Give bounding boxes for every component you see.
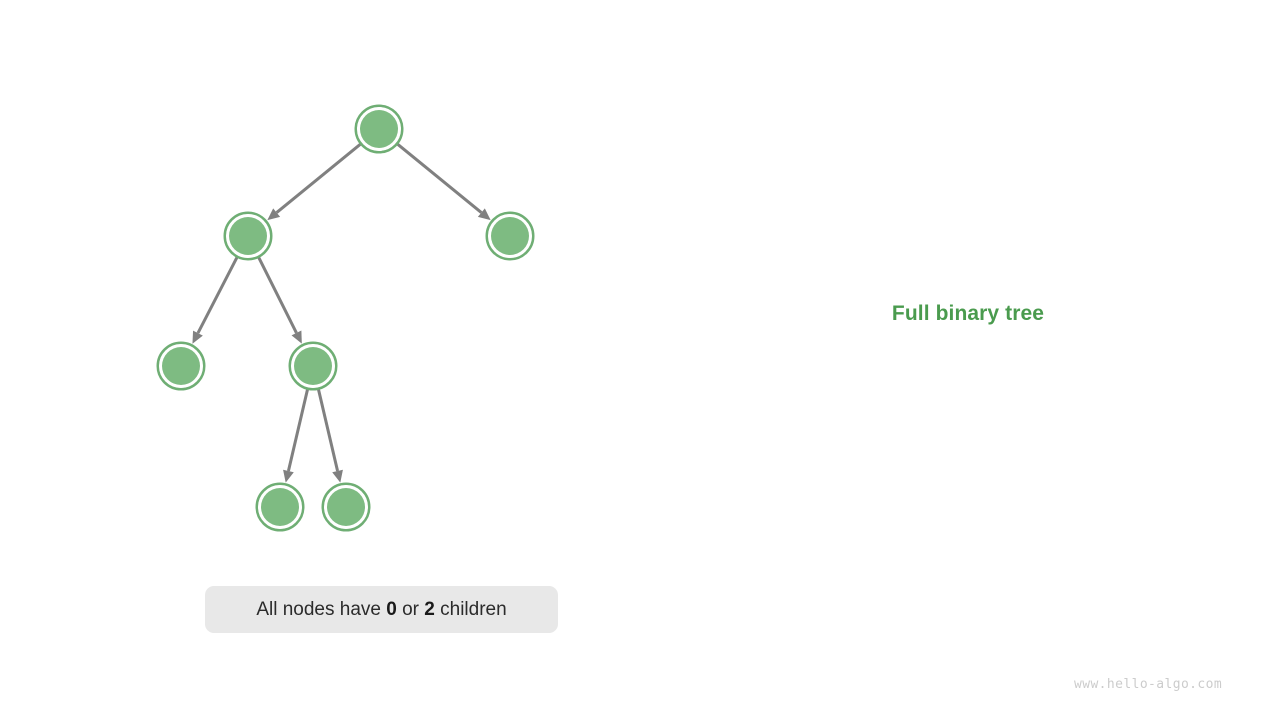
edge-arrowhead (267, 208, 281, 221)
caption-middle: or (396, 598, 425, 620)
node-body (229, 217, 267, 255)
caption-value-b: 2 (424, 598, 435, 620)
tree-edge (317, 389, 340, 472)
node-ring (288, 341, 338, 391)
tree-node (288, 341, 338, 391)
node-layer (156, 104, 535, 532)
caption-value-a: 0 (386, 598, 397, 620)
node-body (261, 488, 299, 526)
node-body (162, 347, 200, 385)
tree-node (485, 211, 535, 261)
node-ring (321, 482, 371, 532)
node-ring (156, 341, 206, 391)
node-ring (223, 211, 273, 261)
node-gap (357, 107, 401, 151)
tree-edge (286, 389, 309, 472)
edge-arrowhead (192, 330, 203, 344)
tree-node (255, 482, 305, 532)
node-gap (324, 485, 368, 529)
node-gap (159, 344, 203, 388)
edge-layer (192, 143, 491, 483)
edge-arrowhead (291, 330, 302, 344)
edge-arrowhead (477, 208, 491, 221)
edge-arrowhead (283, 469, 294, 483)
tree-edge (275, 143, 362, 214)
node-gap (488, 214, 532, 258)
watermark: www.hello-algo.com (1074, 677, 1223, 692)
caption-suffix: children (434, 598, 507, 620)
caption-box: All nodes have 0 or 2 children (205, 586, 558, 633)
tree-node (156, 341, 206, 391)
tree-edge (196, 256, 239, 334)
caption-prefix: All nodes have (256, 598, 387, 620)
node-body (360, 110, 398, 148)
node-body (491, 217, 529, 255)
node-ring (354, 104, 404, 154)
node-gap (258, 485, 302, 529)
node-ring (485, 211, 535, 261)
node-gap (226, 214, 270, 258)
node-gap (291, 344, 335, 388)
page-title: Full binary tree (891, 302, 1045, 325)
tree-node (321, 482, 371, 532)
caption-text: All nodes have 0 or 2 children (256, 599, 506, 621)
tree-node (354, 104, 404, 154)
node-ring (255, 482, 305, 532)
node-body (327, 488, 365, 526)
tree-edge (396, 143, 483, 214)
node-body (294, 347, 332, 385)
tree-edge (257, 256, 298, 334)
edge-arrowhead (332, 469, 343, 483)
tree-node (223, 211, 273, 261)
